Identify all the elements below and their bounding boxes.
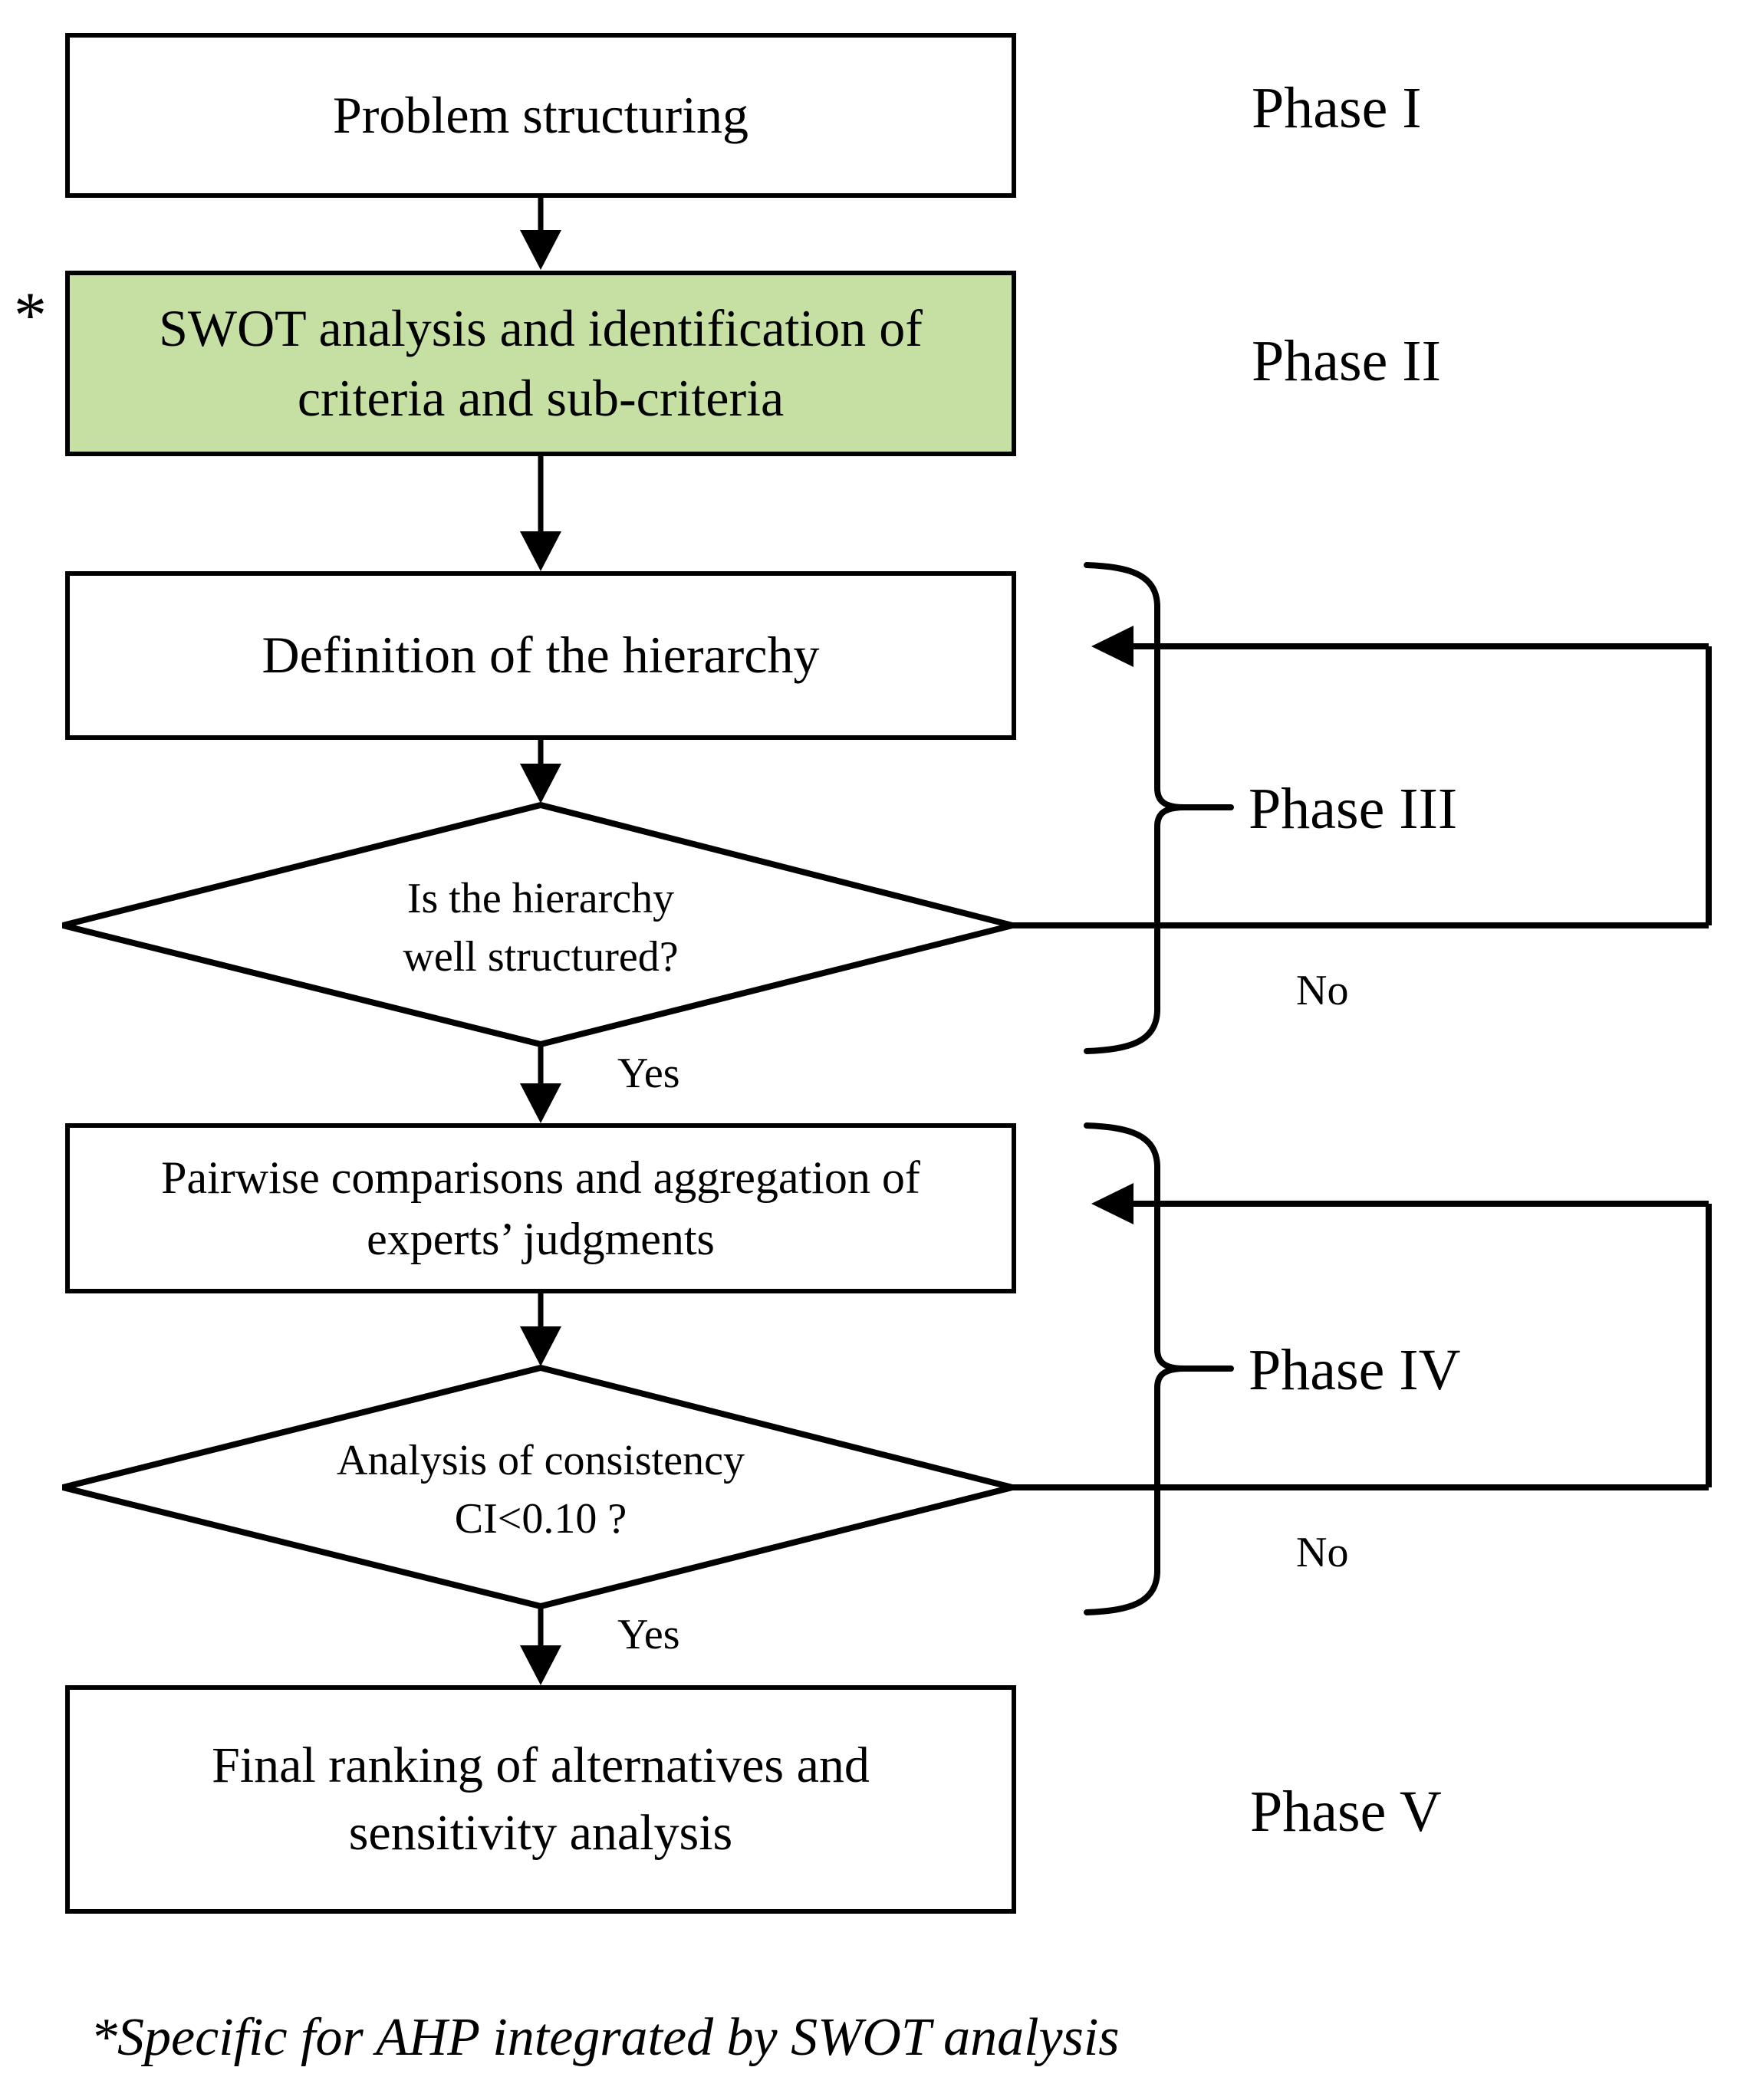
feedback-loop-consistency-no: [1012, 1183, 1712, 1490]
arrow-decision2-yes-to-final: [520, 1606, 561, 1685]
edge-label-consistency-no: No: [1296, 1529, 1349, 1576]
footnote-text: *Specific for AHP integrated by SWOT ana…: [90, 2008, 1120, 2067]
node-definition-hierarchy[interactable]: Definition of the hierarchy: [65, 571, 1016, 740]
feedback-loop-hierarchy-no: [1012, 626, 1712, 928]
arrow-swot-to-definition: [520, 456, 561, 571]
arrow-pairwise-to-decision2: [520, 1293, 561, 1366]
edge-label-hierarchy-no: No: [1296, 967, 1349, 1014]
node-pairwise-comparisons[interactable]: Pairwise comparisons and aggregation of …: [65, 1123, 1016, 1293]
decision-diamond-hierarchy: [62, 801, 1013, 1048]
phase-label-1: Phase I: [1252, 76, 1422, 140]
edge-label-consistency-yes: Yes: [617, 1611, 680, 1658]
brace-phase-4: [1084, 1122, 1234, 1615]
phase-label-4: Phase IV: [1249, 1338, 1461, 1402]
node-problem-structuring[interactable]: Problem structuring: [65, 33, 1016, 198]
swot-footnote-marker: *: [14, 278, 47, 352]
decision-diamond-consistency: [62, 1364, 1013, 1610]
arrow-definition-to-decision1: [520, 740, 561, 804]
node-final-ranking[interactable]: Final ranking of alternatives and sensit…: [65, 1685, 1016, 1914]
arrow-problem-to-swot: [520, 198, 561, 270]
edge-label-hierarchy-yes: Yes: [617, 1050, 680, 1097]
arrow-decision1-yes-to-pairwise: [520, 1044, 561, 1123]
node-swot-analysis[interactable]: SWOT analysis and identification of crit…: [65, 271, 1016, 456]
phase-label-5: Phase V: [1250, 1780, 1442, 1844]
brace-phase-3: [1084, 562, 1234, 1054]
phase-label-3: Phase III: [1249, 777, 1458, 841]
phase-label-2: Phase II: [1252, 329, 1441, 393]
decision-label-hierarchy: Is the hierarchy well structured?: [403, 875, 679, 981]
decision-label-consistency: Analysis of consistency CI<0.10 ?: [337, 1437, 745, 1543]
